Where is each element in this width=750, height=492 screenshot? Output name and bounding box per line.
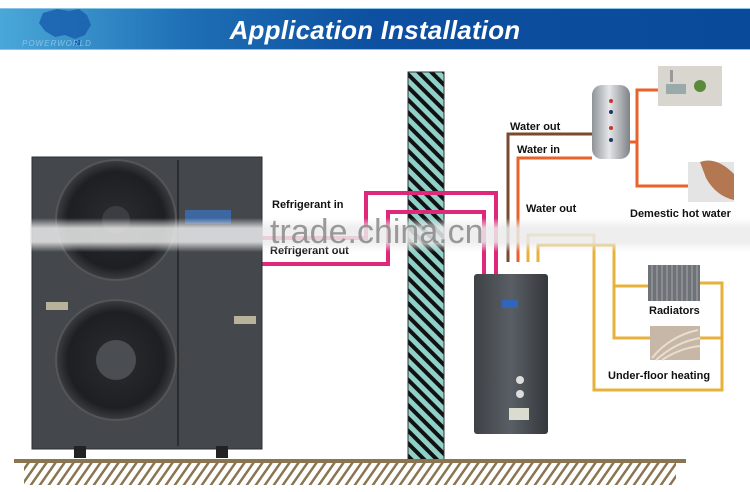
watermark-text: trade.china.cn	[270, 213, 484, 251]
label-water-in: Water in	[517, 144, 560, 156]
outdoor-heat-pump-unit	[31, 156, 263, 458]
wall	[407, 71, 445, 461]
underfloor-heating-image	[650, 326, 701, 361]
indoor-hydronic-module	[474, 262, 548, 434]
logo-text: POWERWORLD	[22, 39, 92, 48]
ground-hatch	[24, 463, 676, 485]
kitchen-sink-image	[658, 66, 722, 106]
radiator-image	[648, 265, 700, 301]
tank-out-pipe	[630, 88, 662, 144]
label-under-floor-heating: Under-floor heating	[608, 370, 711, 382]
title-banner: POWERWORLD Application Installation	[0, 8, 750, 50]
watermark-band	[30, 218, 750, 252]
australia-logo-icon	[39, 9, 91, 45]
hot-water-tank	[592, 85, 630, 159]
label-water-out-bottom: Water out	[526, 203, 577, 215]
wash-basin-image	[688, 160, 734, 202]
label-radiators: Radiators	[649, 305, 700, 317]
label-refrigerant-in: Refrigerant in	[272, 199, 344, 211]
label-water-out-top: Water out	[510, 121, 561, 133]
ground-line	[14, 459, 686, 463]
page-title: Application Installation	[229, 15, 521, 45]
label-domestic-hot-water: Demestic hot water	[630, 208, 731, 220]
